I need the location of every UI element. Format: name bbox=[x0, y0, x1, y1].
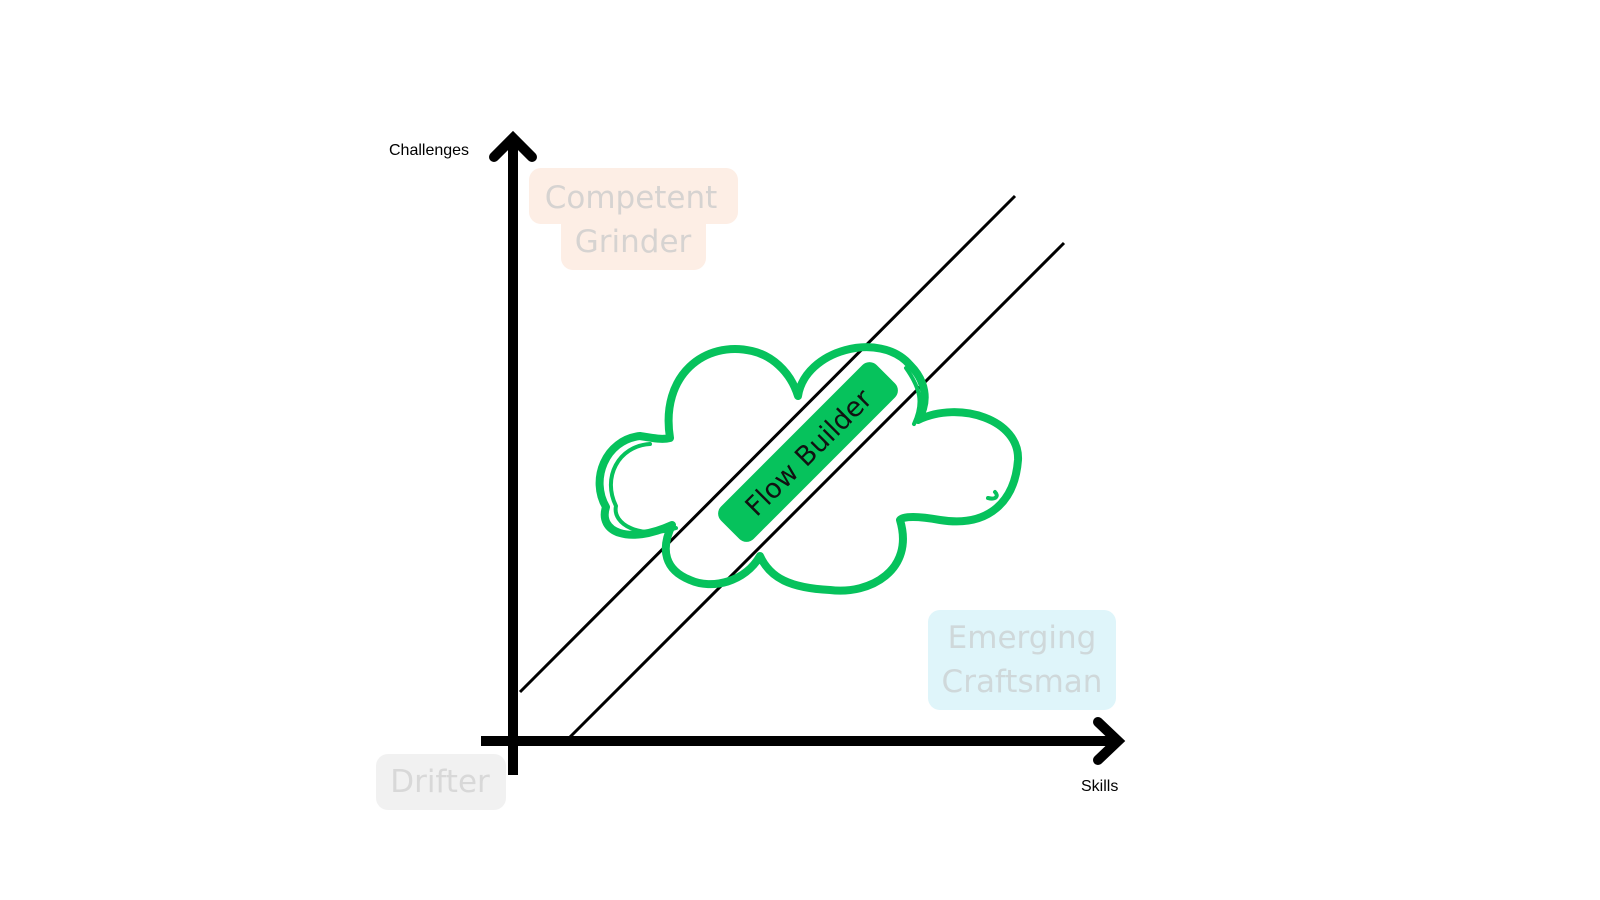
emerging-craftsman-line1: Emerging bbox=[948, 620, 1097, 656]
drifter-bg bbox=[376, 754, 506, 810]
cloud-outline-icon bbox=[595, 343, 1023, 595]
competent-grinder-label: Competent Grinder bbox=[529, 168, 738, 270]
drifter-label: Drifter bbox=[376, 754, 506, 810]
flow-channel-upper-line bbox=[518, 194, 1017, 694]
arrow-up-icon bbox=[489, 130, 537, 162]
flow-channel-lower-line bbox=[565, 241, 1066, 742]
flow-builder-label: Flow Builder bbox=[718, 362, 898, 542]
competent-grinder-line2: Grinder bbox=[575, 224, 692, 260]
drifter-text: Drifter bbox=[390, 764, 490, 800]
emerging-craftsman-bg bbox=[928, 610, 1116, 710]
arrow-right-icon bbox=[1093, 717, 1126, 765]
emerging-craftsman-label: Emerging Craftsman bbox=[928, 610, 1116, 710]
flow-builder-bg bbox=[718, 362, 898, 542]
competent-grinder-bg-bottom bbox=[561, 210, 706, 270]
emerging-craftsman-line2: Craftsman bbox=[942, 664, 1103, 700]
y-axis-label: Challenges bbox=[389, 142, 469, 159]
competent-grinder-line1: Competent bbox=[545, 180, 718, 216]
x-axis-label: Skills bbox=[1081, 778, 1118, 795]
